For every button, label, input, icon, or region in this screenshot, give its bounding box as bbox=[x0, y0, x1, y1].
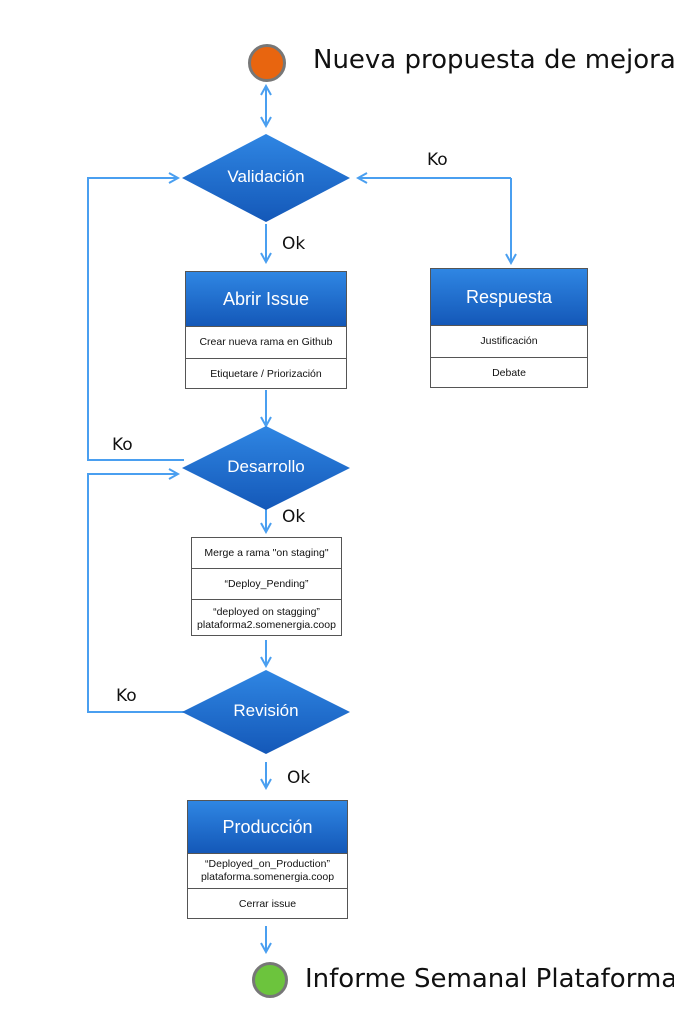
end-label: Informe Semanal Plataforma bbox=[305, 964, 674, 994]
decision-validacion-shape bbox=[182, 134, 350, 222]
decision-desarrollo-shape bbox=[182, 426, 350, 510]
staging-row-3: “deployed on stagging” plataforma2.somen… bbox=[192, 599, 341, 637]
respuesta-row-2: Debate bbox=[431, 357, 587, 389]
start-label: Nueva propuesta de mejora bbox=[313, 45, 674, 75]
edge-label-ko-validacion: Ko bbox=[427, 150, 448, 170]
produccion-box: Producción “Deployed_on_Production” plat… bbox=[187, 800, 348, 919]
produccion-row-2: Cerrar issue bbox=[188, 888, 347, 920]
staging-box: Merge a rama "on staging" “Deploy_Pendin… bbox=[191, 537, 342, 636]
decision-validacion-label: Validación bbox=[227, 167, 305, 186]
decision-revision-label: Revisión bbox=[233, 701, 299, 720]
produccion-title: Producción bbox=[188, 801, 347, 854]
respuesta-title: Respuesta bbox=[431, 269, 587, 326]
start-node bbox=[248, 44, 286, 82]
abrir-issue-row-1: Crear nueva rama en Github bbox=[199, 336, 333, 349]
decision-desarrollo-label: Desarrollo bbox=[227, 457, 305, 476]
edge-label-ok-validacion: Ok bbox=[282, 234, 306, 254]
produccion-row-1: “Deployed_on_Production” plataforma.some… bbox=[200, 858, 335, 883]
respuesta-row-1: Justificación bbox=[480, 335, 538, 348]
decision-revision-shape bbox=[182, 670, 350, 754]
respuesta-box: Respuesta Justificación Debate bbox=[430, 268, 588, 388]
edge-label-ok-revision: Ok bbox=[287, 768, 311, 788]
edge-label-ko-desarrollo: Ko bbox=[112, 435, 133, 455]
abrir-issue-box: Abrir Issue Crear nueva rama en Github E… bbox=[185, 271, 347, 389]
end-node bbox=[252, 962, 288, 998]
edge-label-ok-desarrollo: Ok bbox=[282, 507, 306, 527]
abrir-issue-row-2: Etiquetare / Priorización bbox=[186, 358, 346, 390]
staging-row-2: “Deploy_Pending” bbox=[192, 568, 341, 599]
connector-desarrollo-ko-loop bbox=[87, 178, 184, 461]
abrir-issue-title: Abrir Issue bbox=[186, 272, 346, 327]
staging-row-1: Merge a rama "on staging" bbox=[204, 546, 329, 559]
connector-revision-ko-loop bbox=[87, 474, 184, 713]
edge-label-ko-revision: Ko bbox=[116, 686, 137, 706]
